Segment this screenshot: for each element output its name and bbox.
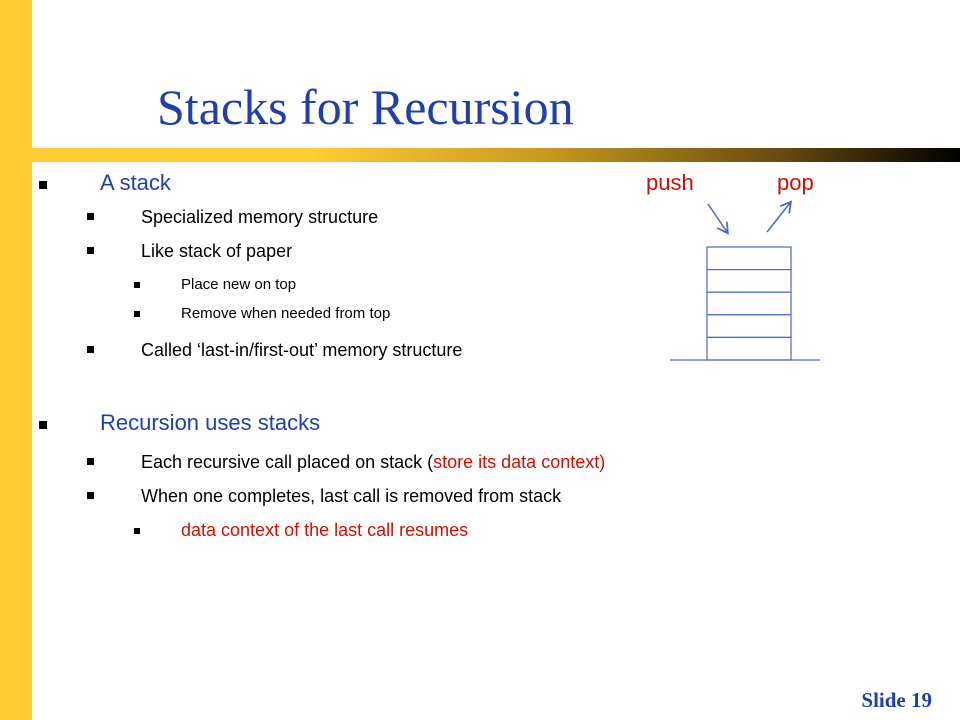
stack-cell xyxy=(706,246,792,271)
bullet-square xyxy=(134,311,140,317)
bullet-specialized: Specialized memory structure xyxy=(141,207,379,227)
slide-number: Slide 19 xyxy=(861,688,932,712)
bullet-called-lifo: Called ‘last-in/first-out’ memory struct… xyxy=(141,340,463,360)
bullet-square xyxy=(134,282,140,288)
each-call-text: Each recursive call placed on stack ( xyxy=(141,452,434,472)
bullet-recursion-uses: Recursion uses stacks xyxy=(100,410,321,435)
each-call-highlight: store its data context) xyxy=(433,452,606,472)
bullet-each-call: Each recursive call placed on stack (sto… xyxy=(141,452,605,473)
stack-cell xyxy=(706,291,792,316)
bullet-square xyxy=(87,247,94,254)
pop-label: pop xyxy=(777,170,814,195)
bullet-square xyxy=(87,213,94,220)
pop-arrow xyxy=(766,203,790,233)
stack-cell xyxy=(706,314,792,338)
slide-title: Stacks for Recursion xyxy=(157,79,574,135)
bullet-square xyxy=(87,492,94,499)
bullet-data-context: data context of the last call resumes xyxy=(181,520,469,540)
bullet-place-new: Place new on top xyxy=(181,276,297,293)
bullet-a-stack: A stack xyxy=(100,170,171,195)
bullet-square xyxy=(39,181,47,189)
bullet-when-one: When one completes, last call is removed… xyxy=(141,486,562,506)
bullet-square xyxy=(87,346,94,353)
bullet-square xyxy=(39,421,47,429)
stack-cells xyxy=(706,246,792,361)
push-arrow xyxy=(707,203,727,232)
stack-cell xyxy=(706,336,792,361)
bullet-square xyxy=(87,458,94,465)
push-label: push xyxy=(646,170,694,195)
left-accent-bar xyxy=(0,0,32,720)
bullet-remove-when: Remove when needed from top xyxy=(181,305,391,322)
stack-cell xyxy=(706,269,792,293)
bullet-like-paper: Like stack of paper xyxy=(141,241,293,261)
title-divider xyxy=(32,148,960,162)
bullet-square xyxy=(134,528,140,534)
